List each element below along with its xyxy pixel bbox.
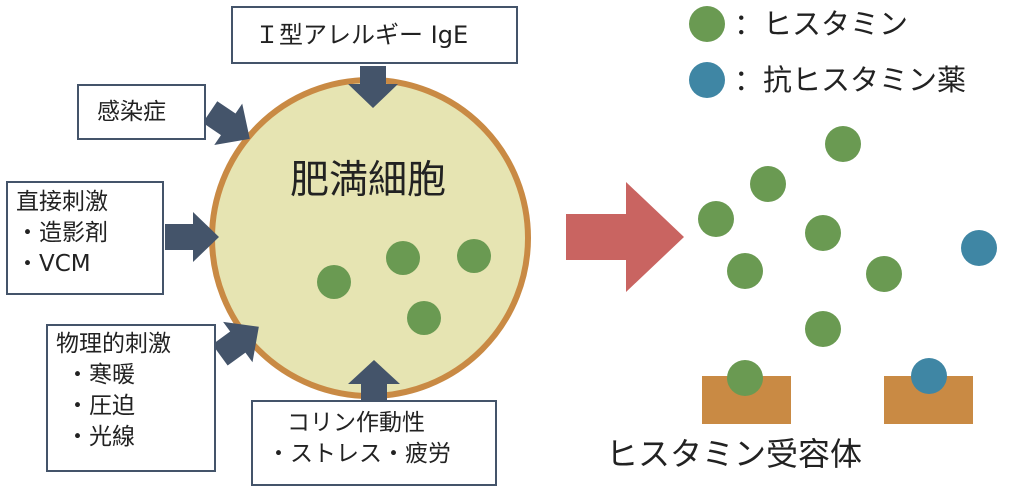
cholinergic-box: コリン作動性 ・ストレス・疲労: [251, 400, 497, 486]
cholinergic-item: ・ストレス・疲労: [267, 441, 451, 467]
released-histamine: [805, 311, 841, 347]
physical-stimulus-item: ・光線: [66, 424, 135, 450]
bound-antihistamine: [911, 358, 947, 394]
direct-stimulus-item: ・造影剤: [16, 220, 108, 246]
legend-antihistamine-marker: [689, 62, 725, 98]
direct-stimulus-arrow: [165, 212, 219, 262]
released-histamine: [805, 215, 841, 251]
histamine-granule: [317, 265, 351, 299]
histamine-granule: [386, 241, 420, 275]
ige-box: Ｉ型アレルギー IgE: [231, 6, 518, 64]
legend-histamine-label: ：ヒスタミン: [734, 7, 909, 41]
released-histamine: [825, 126, 861, 162]
released-antihistamine: [961, 230, 997, 266]
release-arrow: [566, 182, 684, 292]
released-histamine: [750, 166, 786, 202]
direct-stimulus-box: 直接刺激 ・造影剤 ・VCM: [6, 181, 164, 295]
physical-stimulus-arrow: [212, 321, 259, 366]
legend-histamine-marker: [689, 6, 725, 42]
histamine-granule: [407, 301, 441, 335]
physical-stimulus-box: 物理的刺激 ・寒暖 ・圧迫 ・光線: [46, 324, 216, 472]
physical-stimulus-item: ・圧迫: [66, 393, 135, 419]
ige-text: Ｉ型アレルギー IgE: [255, 21, 469, 49]
histamine-granule: [457, 239, 491, 273]
released-histamine: [698, 201, 734, 237]
released-histamine: [866, 256, 902, 292]
bound-histamine: [727, 360, 763, 396]
receptor-label: ヒスタミン受容体: [606, 435, 863, 473]
physical-stimulus-item: ・寒暖: [66, 362, 135, 388]
infection-box: 感染症: [77, 84, 206, 140]
mast-cell-label: 肥満細胞: [290, 158, 447, 203]
cholinergic-arrow: [348, 360, 400, 400]
direct-stimulus-title: 直接刺激: [16, 189, 108, 215]
infection-arrow: [202, 101, 250, 146]
physical-stimulus-title: 物理的刺激: [56, 331, 171, 357]
legend-antihistamine-label: ：抗ヒスタミン薬: [734, 63, 967, 97]
ige-arrow: [348, 66, 398, 108]
cholinergic-title: コリン作動性: [287, 410, 425, 436]
mast-cell: [209, 77, 531, 399]
released-histamine: [727, 253, 763, 289]
direct-stimulus-item: ・VCM: [16, 251, 91, 277]
infection-text: 感染症: [97, 99, 166, 125]
